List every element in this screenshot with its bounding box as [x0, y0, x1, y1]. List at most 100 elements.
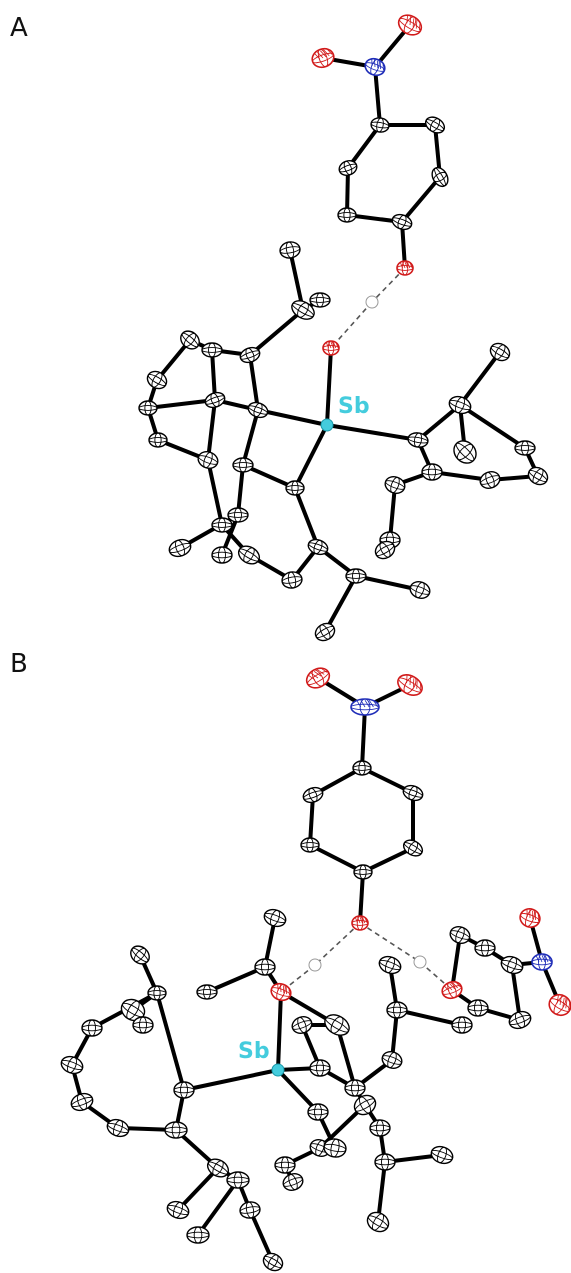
a-bond-c14-c17: [146, 398, 217, 410]
a-atom-c15: [148, 432, 168, 448]
b-bond-c3-c4: [308, 793, 315, 847]
b-atom-c30: [353, 1094, 377, 1116]
a-atom-c23: [237, 545, 261, 565]
b-atom-c13: [132, 1016, 154, 1034]
a-atom-c29: [409, 581, 431, 599]
b-atom-c12: [120, 998, 146, 1022]
b-atom-c27: [291, 1016, 313, 1034]
a-bond-c24-c16: [206, 458, 224, 527]
a-hbond-o3-h1: [371, 267, 406, 303]
b-atom-h2: [413, 955, 427, 969]
a-atom-o3: [396, 260, 414, 276]
a-atom-c8: [239, 346, 261, 364]
a-atom-c36: [479, 471, 501, 489]
a-atom-n1: [364, 57, 386, 77]
b-atom-c39: [323, 1138, 347, 1158]
a-bond-c39-c40: [388, 483, 397, 542]
b-atom-c5: [402, 839, 424, 857]
a-atom-c18: [180, 330, 200, 350]
a-atom-c27: [168, 538, 192, 558]
a-bond-c32-c33: [458, 350, 502, 407]
panel-label-b: B: [10, 649, 28, 679]
a-bond-c8-c9: [248, 308, 305, 357]
a-atom-sb: [320, 418, 334, 432]
a-atom-c13: [146, 370, 168, 390]
panel-b-molecule: Sb: [60, 667, 571, 1272]
panel-label-a: A: [10, 13, 28, 43]
b-atom-c1: [352, 760, 372, 776]
a-atom-c1: [370, 117, 390, 133]
b-atom-c20: [206, 1158, 230, 1178]
a-bond-c28-c30: [323, 574, 358, 634]
b-bond-c20-c22: [176, 1166, 220, 1212]
a-atom-c9: [291, 300, 315, 320]
panel-a-molecule: Sb: [138, 14, 549, 642]
a-atom-o1: [397, 14, 423, 36]
b-atom-c47: [467, 999, 489, 1017]
b-atom-c38: [282, 1173, 304, 1191]
a-atom-c12: [201, 342, 223, 358]
a-bond-c16-c17: [206, 398, 217, 462]
b-hbond-o3-h2: [359, 922, 421, 963]
a-atom-h1: [365, 295, 379, 309]
b-atom-c48: [508, 1010, 532, 1030]
b-atom-c50: [519, 908, 541, 928]
b-atom-c6: [353, 864, 373, 880]
a-bond-c19-c25: [236, 463, 245, 517]
b-bond-sb-o4: [276, 990, 283, 1072]
a-atom-c17: [204, 391, 226, 409]
b-atom-c43: [307, 1103, 329, 1121]
a-atom-c25: [227, 507, 249, 523]
a-atom-c11: [279, 241, 301, 259]
b-atom-c3: [302, 786, 324, 804]
a-bond-c38-c32: [458, 403, 527, 450]
b-bond-c40-c42: [376, 1160, 387, 1224]
b-atom-c44: [449, 926, 471, 944]
b-atom-c37: [274, 1156, 296, 1174]
a-atom-c39: [384, 476, 406, 494]
b-atom-h1: [308, 958, 322, 972]
panel-b-hydrogen-bonds: [280, 922, 453, 993]
a-atom-c22: [281, 571, 303, 589]
b-atom-c42: [366, 1211, 390, 1233]
panel-a-atoms: [138, 14, 549, 642]
a-atom-c38: [514, 440, 536, 456]
a-atom-c6: [391, 213, 413, 231]
a-bond-c3-c6: [400, 175, 442, 224]
b-bond-c6-o3: [358, 870, 365, 925]
b-atom-o5: [441, 980, 463, 1000]
a-atom-o2: [311, 47, 335, 69]
b-atom-c17: [106, 1118, 130, 1138]
a-bond-c7-c8: [248, 353, 260, 412]
a-bond-o4-sb: [325, 346, 333, 427]
b-atom-c9: [196, 984, 218, 1000]
b-bond-c46-c48: [510, 963, 522, 1022]
b-hbond-o3-h1: [314, 922, 361, 966]
panel-a-sb-label: Sb: [338, 394, 370, 419]
b-atom-c46: [500, 955, 524, 975]
b-atom-c19: [173, 1081, 195, 1099]
b-atom-c29: [344, 1079, 366, 1097]
b-atom-c11: [147, 985, 167, 1001]
a-atom-o4: [322, 340, 340, 356]
b-atom-c7: [263, 908, 287, 928]
b-atom-c28: [324, 1014, 350, 1036]
b-bond-sb-c19: [182, 1068, 280, 1092]
b-atom-o2: [397, 674, 423, 696]
b-atom-c16: [70, 1092, 94, 1112]
panel-a-hydrogen-bonds: [330, 267, 406, 349]
a-atom-c19: [232, 457, 254, 473]
b-atom-c15: [60, 1055, 84, 1075]
a-hbond-h1-o4: [330, 301, 373, 349]
a-atom-c3: [431, 166, 449, 188]
b-atom-c25: [262, 1252, 284, 1272]
b-bond-o5-c44: [450, 933, 462, 992]
a-atom-c16: [197, 451, 219, 469]
a-bond-c17-c12: [210, 348, 217, 402]
a-atom-c35: [421, 463, 443, 481]
b-atom-o4: [270, 982, 292, 1002]
b-atom-c35: [369, 1119, 391, 1137]
b-atom-c14: [81, 1019, 103, 1037]
a-atom-c26: [211, 546, 233, 564]
